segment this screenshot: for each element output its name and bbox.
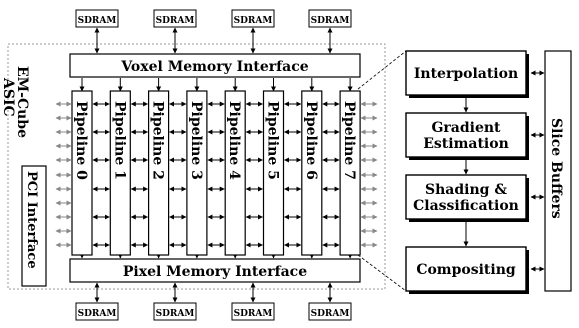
sdram-bottom-label-1: SDRAM: [156, 309, 195, 319]
pixel-memory-interface: [69, 258, 361, 283]
pipeline-label-3: Pipeline 3: [188, 101, 204, 180]
stage-label-1-1: Estimation: [423, 136, 509, 152]
stage-box-1: [405, 112, 527, 158]
pipeline-5: [262, 90, 285, 256]
sdram-top-0: [75, 9, 119, 28]
pipeline-3: [186, 90, 208, 256]
pipeline-label-4: Pipeline 4: [226, 101, 242, 180]
stage-box-2: [405, 174, 527, 220]
sdram-top-2: [231, 9, 275, 28]
pipeline-4: [224, 90, 246, 256]
asic-title-line-1: EM-Cube: [14, 66, 30, 138]
zoom-line-bottom: [357, 254, 407, 292]
sdram-top-label-1: SDRAM: [156, 16, 195, 26]
stage-label-1-0: Gradient: [431, 120, 501, 136]
sdram-bottom-3: [308, 302, 352, 321]
pipeline-1: [109, 90, 131, 256]
stage-label-0-0: Interpolation: [414, 66, 518, 82]
pipeline-2: [148, 90, 170, 256]
sdram-top-3: [308, 9, 352, 28]
sdram-bottom-label-0: SDRAM: [78, 309, 117, 319]
pipeline-7: [339, 90, 361, 256]
pci-interface-box: [21, 165, 47, 287]
slice-buffers-label: Slice Buffers: [548, 118, 564, 219]
pipeline-label-5: Pipeline 5: [265, 101, 281, 180]
pci-interface-label: PCI Interface: [24, 171, 39, 269]
sdram-bottom-0: [75, 302, 119, 321]
pipeline-6: [301, 90, 323, 256]
voxel-memory-interface-label: Voxel Memory Interface: [120, 59, 308, 75]
stage-box-3: [405, 246, 527, 292]
zoom-line-top: [357, 50, 407, 90]
asic-boundary: [7, 43, 386, 290]
sdram-bottom-label-2: SDRAM: [234, 309, 273, 319]
pipelines-group: Pipeline 0 Pipeline 1 Pipeline 2 Pipeline 3…: [55, 78, 378, 259]
pipeline-label-1: Pipeline 1: [111, 101, 127, 180]
sdram-top-label-3: SDRAM: [311, 16, 350, 26]
pipeline-label-2: Pipeline 2: [150, 101, 166, 180]
asic-title-line-2: ASIC: [0, 77, 16, 117]
slice-buffers-box: [544, 50, 572, 292]
sdram-bottom-group: SDRAM SDRAM SDRAM SDRAM: [75, 282, 352, 321]
stage-label-3-0: Compositing: [416, 262, 516, 278]
pipeline-label-0: Pipeline 0: [73, 101, 89, 180]
sdram-top-label-0: SDRAM: [78, 16, 117, 26]
sdram-bottom-label-3: SDRAM: [311, 309, 350, 319]
pipeline-0: [71, 90, 93, 256]
voxel-memory-interface: [69, 53, 361, 78]
pipeline-label-6: Pipeline 6: [303, 101, 319, 180]
pixel-memory-interface-label: Pixel Memory Interface: [123, 264, 307, 280]
stage-box-0: [405, 50, 527, 96]
stage-label-2-0: Shading &: [425, 182, 507, 198]
pipeline-label-7: Pipeline 7: [341, 101, 357, 180]
stage-label-2-1: Classification: [413, 198, 519, 214]
sdram-bottom-1: [153, 302, 197, 321]
sdram-top-1: [153, 9, 197, 28]
sdram-bottom-2: [231, 302, 275, 321]
sdram-top-label-2: SDRAM: [234, 16, 273, 26]
sdram-top-group: SDRAM SDRAM SDRAM SDRAM: [75, 9, 352, 54]
